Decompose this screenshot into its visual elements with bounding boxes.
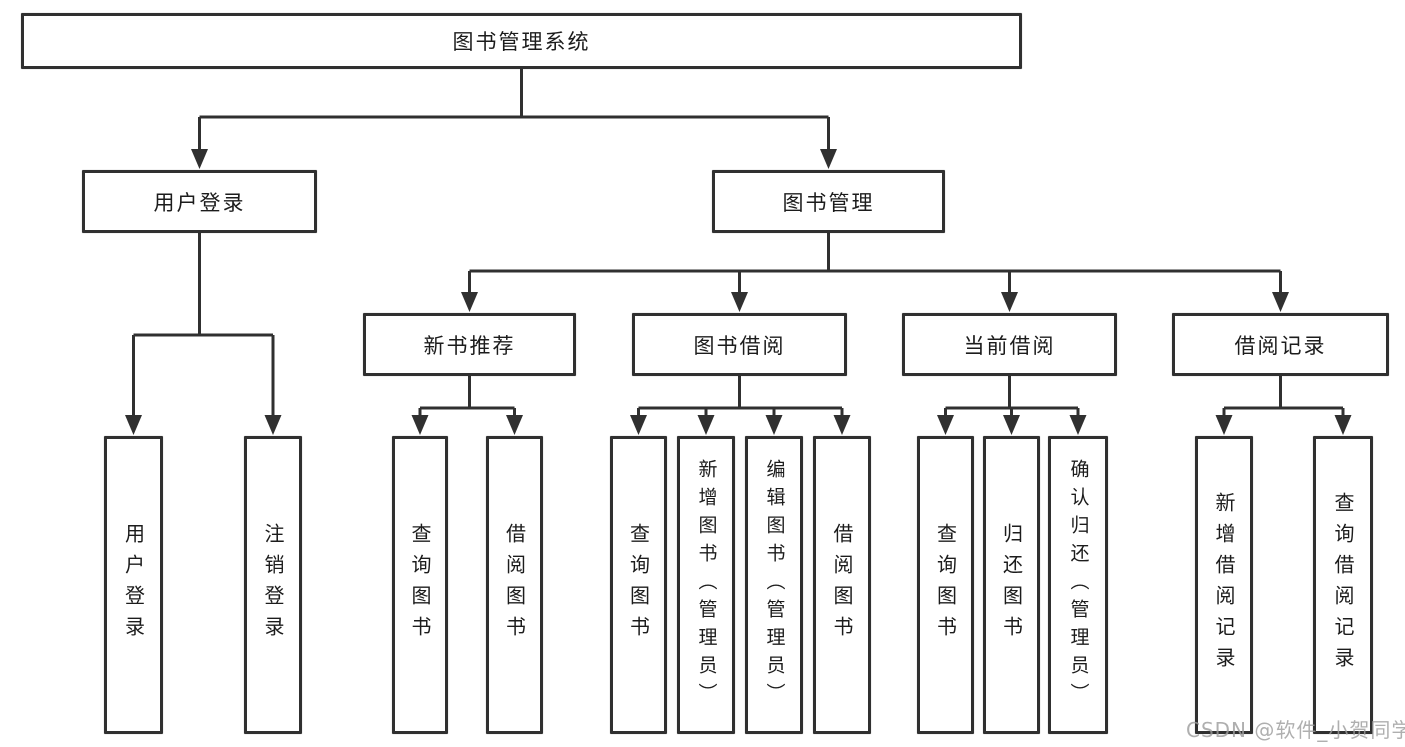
node-label: 借阅图书 [502,523,527,647]
leaf-add-book-admin: 新增图书（管理员） [677,436,735,734]
node-label: 归还图书 [999,523,1024,647]
leaf-query-books-borrow: 查询图书 [610,436,667,734]
node-current-borrow: 当前借阅 [902,313,1117,376]
node-label: 当前借阅 [963,333,1056,358]
node-label: 图书借阅 [693,333,786,358]
leaf-query-books-recommend: 查询图书 [392,436,448,734]
node-label: 新书推荐 [423,333,516,358]
leaf-logout: 注销登录 [244,436,302,734]
leaf-add-borrow-record: 新增借阅记录 [1195,436,1253,734]
leaf-return-book: 归还图书 [983,436,1040,734]
node-label: 借阅记录 [1234,333,1327,358]
arrow-down-icons [125,149,1352,435]
node-label: 借阅图书 [830,523,854,647]
node-label: 新增借阅记录 [1212,492,1236,678]
node-book-borrow: 图书借阅 [632,313,847,376]
node-borrow-records: 借阅记录 [1172,313,1389,376]
leaf-query-borrow-record: 查询借阅记录 [1313,436,1373,734]
node-label: 注销登录 [261,523,285,647]
node-root: 图书管理系统 [21,13,1022,69]
leaf-user-login: 用户登录 [104,436,163,734]
tree-edges [132,69,1345,417]
node-label: 图书管理 [782,190,875,215]
csdn-watermark: CSDN @软件_小贺同学 [1186,718,1405,742]
leaf-borrow-books: 借阅图书 [813,436,871,734]
leaf-query-books-current: 查询图书 [917,436,974,734]
node-label: 查询图书 [626,523,651,647]
node-user-login: 用户登录 [82,170,317,233]
node-label: 查询借阅记录 [1331,492,1355,678]
node-label: 图书管理系统 [452,30,591,54]
node-label: 查询图书 [933,523,958,647]
node-label: 确认归还（管理员） [1067,459,1090,711]
node-label: 新增图书（管理员） [695,459,718,711]
leaf-confirm-return-admin: 确认归还（管理员） [1048,436,1108,734]
leaf-edit-book-admin: 编辑图书（管理员） [745,436,803,734]
leaf-borrow-books-recommend: 借阅图书 [486,436,543,734]
node-new-book-recommend: 新书推荐 [363,313,576,376]
node-label: 用户登录 [121,523,146,647]
node-label: 用户登录 [153,190,246,215]
node-label: 编辑图书（管理员） [763,459,786,711]
node-label: 查询图书 [408,523,432,647]
node-book-management: 图书管理 [712,170,945,233]
